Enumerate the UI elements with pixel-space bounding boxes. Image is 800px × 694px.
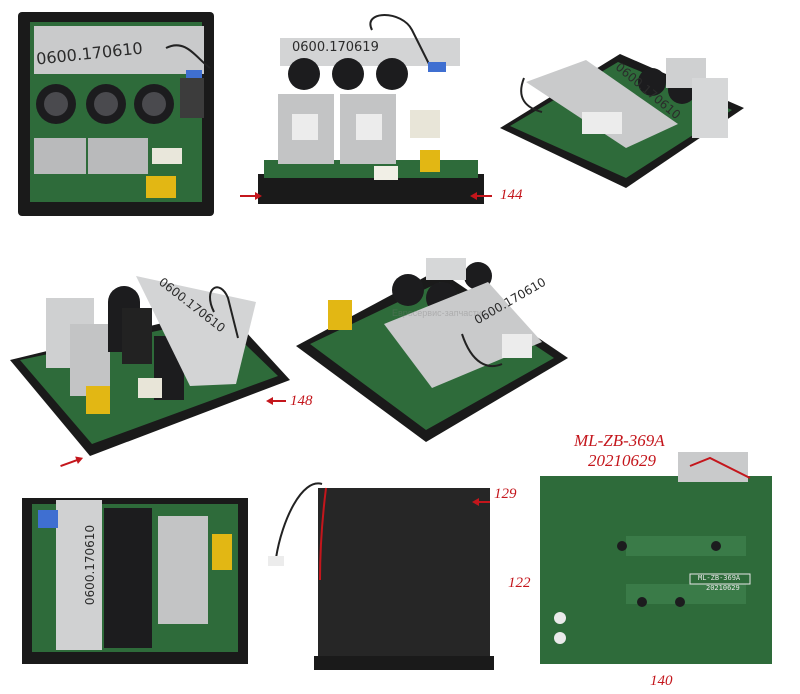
angle-right-arrow [266,397,286,405]
board-top-view-svg [18,12,214,216]
model-date-label: 20210629 [588,451,656,470]
board-pcb-bottom-svg [540,452,772,664]
board-cover-bottom-photo [262,480,498,674]
board-pcb-bottom-photo: ML-ZB-369A 20210629 [530,448,780,670]
board-front-view-photo: 0600.170619 [252,10,487,208]
board-top-view-photo: 0600.170610 [16,8,216,220]
board-end-view-photo: 0600.170610 [18,494,250,666]
cover-height-label: 129 [494,486,517,502]
board-cover-bottom-svg [268,482,494,670]
board-angle-view-right-svg [296,258,568,442]
board-angle-view-right-photo: 0600.170610 Еврoсервис-запчасти [292,254,570,444]
board-angle-view-left-svg [10,276,290,456]
board-end-view-svg [22,498,248,664]
board-side-view-right-svg [500,54,744,188]
front-left-arrow [240,192,262,200]
cover-height-arrow [472,498,490,506]
width-angle-label: 148 [290,393,313,409]
board-front-view-svg [258,14,484,204]
pcb-model-silkscreen: ML-ZB-369A [698,574,741,582]
board-end-view-marker: 0600.170610 [83,524,98,606]
watermark-text: Еврoсервис-запчасти [392,308,482,318]
front-right-arrow [470,192,492,200]
model-code-label: ML-ZB-369A [574,431,665,450]
pcb-date-silkscreen: 20210629 [706,584,740,592]
width-front-label: 144 [500,187,523,203]
board-side-view-right-photo: 0600.170610 [496,38,746,198]
pcb-height-label: 122 [508,575,531,591]
pcb-width-label: 140 [650,673,673,689]
board-angle-view-left-photo: 0600.170610 [6,268,292,468]
board-front-view-marker: 0600.170619 [292,40,379,55]
